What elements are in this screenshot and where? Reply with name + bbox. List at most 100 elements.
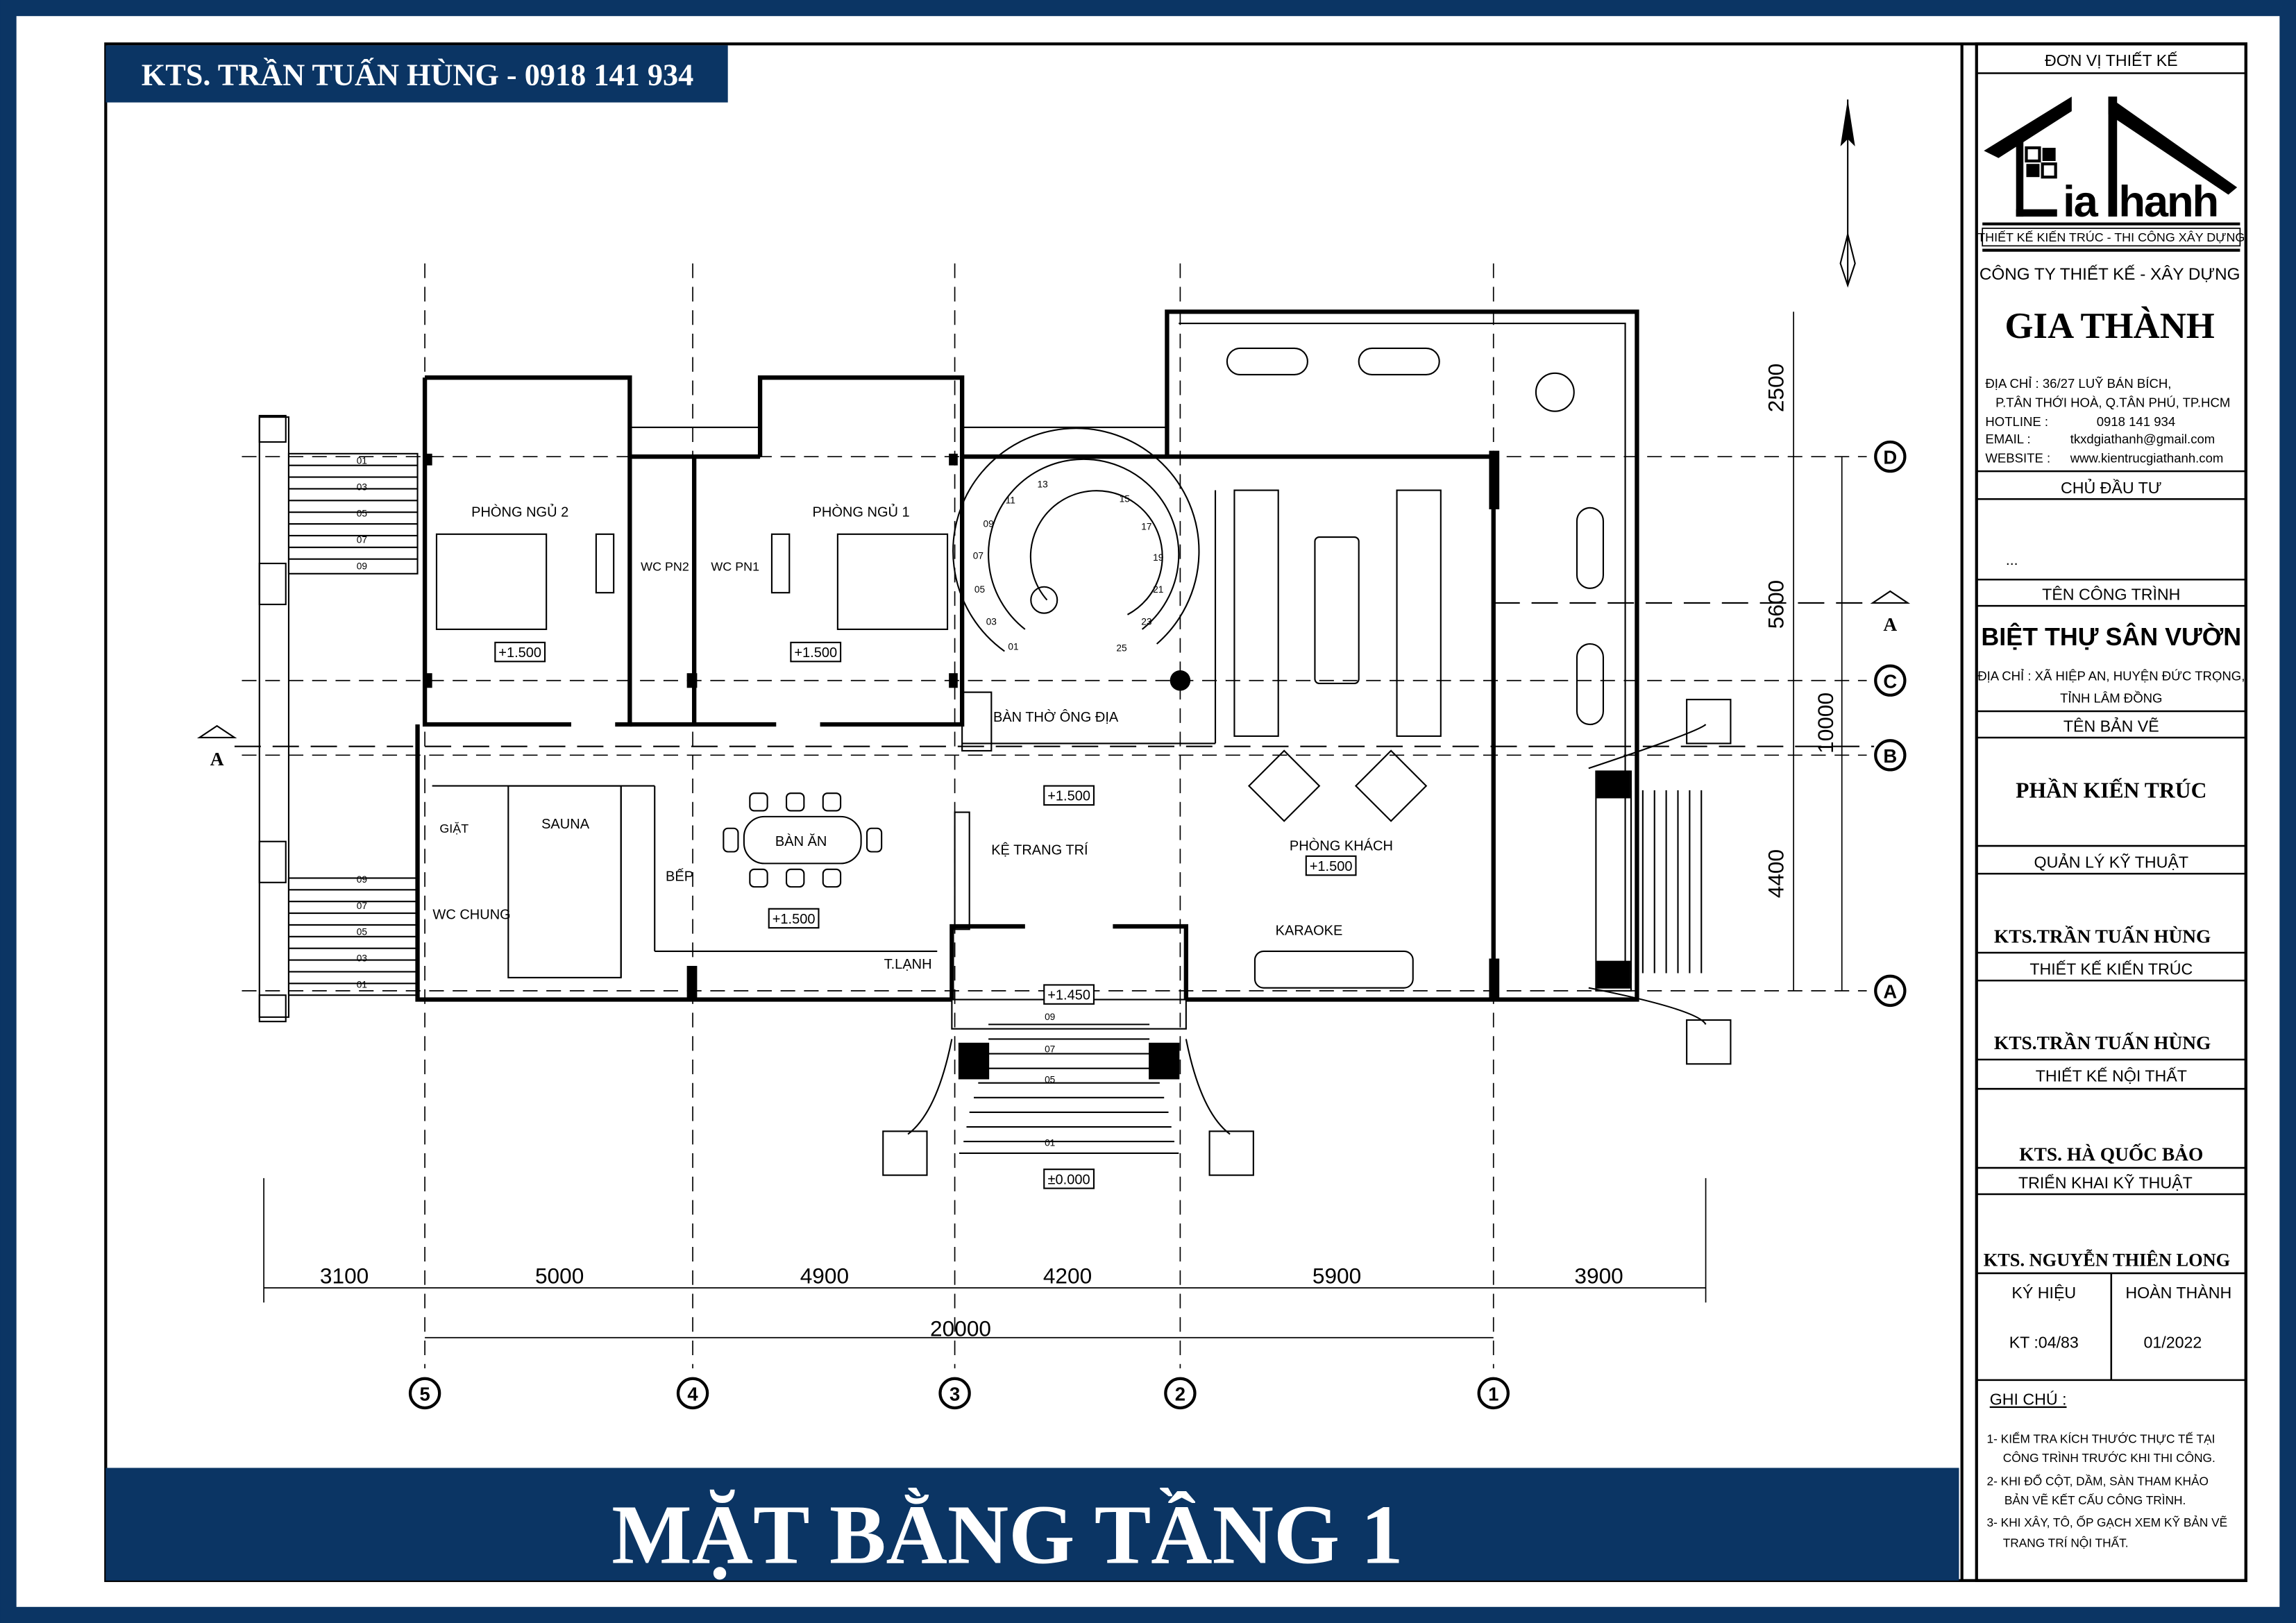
company-name: GIA THÀNH	[2005, 306, 2215, 346]
axis-bubble: 4	[676, 1377, 709, 1410]
step-number: 03	[986, 617, 997, 627]
tech-mgmt-label: QUẢN LÝ KỸ THUẬT	[2034, 852, 2188, 872]
dining-table	[723, 792, 883, 888]
website-label: WEBSITE :	[1985, 450, 2050, 465]
note-line: 3- KHI XÂY, TÔ, ỐP GẠCH XEM KỸ BẢN VẼ	[1987, 1515, 2228, 1529]
paper	[16, 16, 2280, 1607]
room-label-sauna: SAUNA	[541, 817, 590, 832]
notes-label: GHI CHÚ :	[1990, 1391, 2067, 1409]
room-label-bedroom-2: PHÒNG NGỦ 2	[471, 504, 568, 520]
implementation-label: TRIỂN KHAI KỸ THUẬT	[2018, 1173, 2193, 1192]
drawing-title: MẶT BẰNG TẦNG 1	[611, 1487, 1403, 1582]
step-number: 15	[1120, 493, 1131, 504]
company-address-1: ĐỊA CHỈ : 36/27 LUỸ BÁN BÍCH,	[1985, 376, 2171, 391]
design-unit-label: ĐƠN VỊ THIẾT KẾ	[2045, 51, 2178, 69]
code-value: KT :04/83	[2009, 1333, 2079, 1351]
axis-bubble: 3	[938, 1377, 971, 1410]
axis-bubble: B	[1874, 739, 1907, 772]
dim-bottom: 5000	[535, 1264, 584, 1289]
level-tag: +1.450	[1047, 988, 1090, 1003]
axis-bubble: 5	[408, 1377, 441, 1410]
room-label-wc-pn1: WC PN1	[711, 560, 759, 574]
implementation-name: KTS. NGUYỄN THIÊN LONG	[1984, 1248, 2230, 1270]
svg-text:2: 2	[1175, 1383, 1185, 1404]
level-tag: +1.500	[1310, 859, 1353, 874]
room-label-karaoke: KARAOKE	[1276, 924, 1343, 939]
step-number: 09	[983, 518, 993, 529]
code-label: KÝ HIỆU	[2011, 1284, 2076, 1302]
step-number: 09	[1045, 1012, 1055, 1022]
step-number: 03	[357, 482, 368, 493]
interior-name: KTS. HÀ QUỐC BẢO	[2019, 1144, 2203, 1165]
svg-text:A: A	[1883, 614, 1897, 635]
dim-right-total: 10000	[1813, 692, 1838, 754]
sofa	[1233, 489, 1442, 989]
north-arrow-icon	[1839, 99, 1856, 288]
axis-bubble: A	[1874, 974, 1907, 1008]
step-number: 01	[357, 980, 367, 990]
room-label-wc-pn2: WC PN2	[641, 560, 689, 574]
svg-text:4: 4	[687, 1383, 698, 1404]
dim-bottom: 5900	[1312, 1264, 1361, 1289]
level-tag: +1.500	[773, 912, 816, 927]
room-label-shelf: KỆ TRANG TRÍ	[991, 842, 1088, 858]
step-number: 09	[357, 561, 367, 571]
project-label: TÊN CÔNG TRÌNH	[2042, 585, 2180, 604]
left-stairs	[258, 414, 419, 1023]
step-number: 23	[1141, 617, 1152, 627]
room-label-fridge: T.LẠNH	[884, 957, 932, 972]
owner-label: CHỦ ĐẦU TƯ	[2061, 477, 2162, 497]
hotline-label: HOTLINE :	[1985, 414, 2048, 429]
arch-design-name: KTS.TRẦN TUẤN HÙNG	[1994, 1032, 2211, 1053]
svg-text:A: A	[210, 749, 224, 770]
bed	[435, 533, 949, 630]
room-label-living: PHÒNG KHÁCH	[1290, 838, 1393, 853]
note-line: 1- KIỂM TRA KÍCH THƯỚC THỰC TẾ TẠI	[1987, 1432, 2215, 1446]
svg-text:D: D	[1883, 447, 1897, 468]
company-address-2: P.TÂN THỚI HOÀ, Q.TÂN PHÚ, TP.HCM	[1995, 395, 2230, 409]
completion-label: HOÀN THÀNH	[2125, 1284, 2231, 1302]
title-banner	[105, 1468, 1959, 1581]
dim-bottom: 4900	[800, 1264, 849, 1289]
axis-bubble: 2	[1164, 1377, 1197, 1410]
step-number: 01	[1045, 1137, 1055, 1148]
step-number: 05	[1045, 1075, 1056, 1085]
step-number: 19	[1153, 552, 1163, 563]
email-value[interactable]: tkxdgiathanh@gmail.com	[2070, 432, 2215, 446]
level-tag: +1.500	[1047, 789, 1090, 804]
room-label-kitchen: BẾP	[666, 869, 693, 885]
slogan: THIẾT KẾ KIẾN TRÚC - THI CÔNG XÂY DỰNG	[1977, 230, 2245, 244]
project-address-1: ĐỊA CHỈ : XÃ HIỆP AN, HUYỆN ĐỨC TRỌNG,	[1977, 669, 2245, 683]
tech-mgmt-name: KTS.TRẦN TUẤN HÙNG	[1994, 925, 2211, 946]
section-mark: A A	[196, 590, 1911, 770]
project-address-2: TỈNH LÂM ĐỒNG	[2060, 690, 2162, 705]
axis-bubble: C	[1874, 664, 1907, 697]
step-number: 05	[357, 509, 368, 519]
dim-right: 2500	[1763, 364, 1788, 412]
step-number: 07	[357, 534, 367, 545]
svg-text:hanh: hanh	[2118, 178, 2218, 226]
dim-bottom: 3900	[1574, 1264, 1623, 1289]
step-number: 21	[1153, 584, 1163, 595]
note-line: TRANG TRÍ NỘI THẤT.	[2003, 1536, 2129, 1549]
architect-badge	[105, 45, 728, 103]
website-value[interactable]: www.kientrucgiathanh.com	[2070, 450, 2224, 465]
room-label-dining: BÀN ĂN	[775, 833, 827, 849]
step-number: 25	[1116, 643, 1127, 654]
columns	[423, 450, 1500, 1000]
step-number: 11	[1006, 495, 1015, 506]
level-tag: +1.500	[498, 645, 541, 661]
dim-right: 4400	[1763, 849, 1788, 898]
axis-bubbles: 5 4 3 2 1 D C B A	[408, 440, 1907, 1410]
right-stairs	[1588, 699, 1732, 1065]
drawing-label: TÊN BẢN VẼ	[2063, 716, 2159, 736]
terrace-chairs	[1226, 347, 1604, 726]
svg-text:5: 5	[419, 1383, 430, 1404]
svg-text:3: 3	[949, 1383, 960, 1404]
drawing-name: PHẦN KIẾN TRÚC	[2016, 777, 2206, 802]
note-line: BẢN VẼ KẾT CẤU CÔNG TRÌNH.	[2004, 1493, 2186, 1507]
hotline-value: 0918 141 934	[2097, 414, 2175, 429]
dim-right: 5600	[1763, 580, 1788, 629]
level-tag: +1.500	[794, 645, 837, 661]
